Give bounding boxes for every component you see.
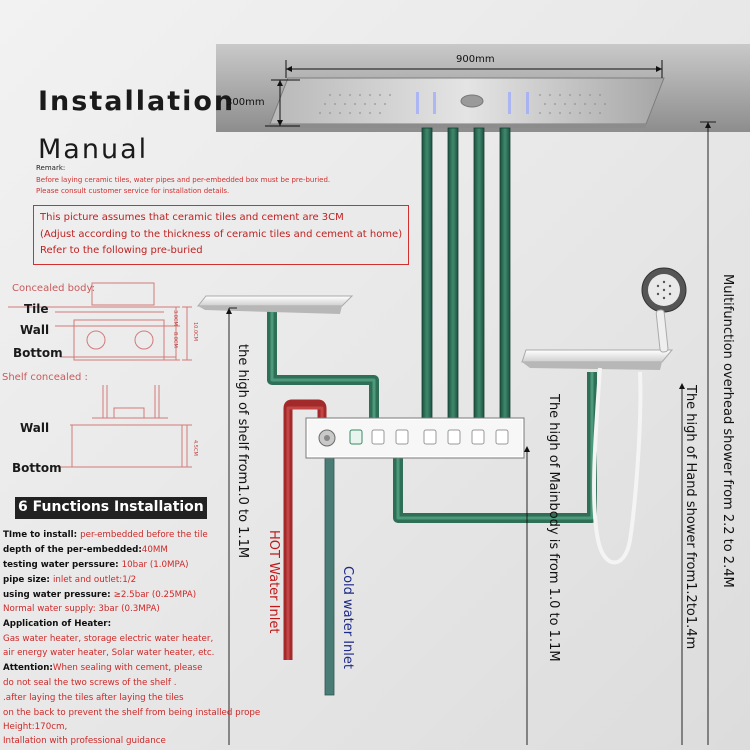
- shelf-concealed-sketch: [58, 385, 192, 468]
- dim-3cm: 3.0CM: [172, 310, 178, 326]
- remark-label: Remark:: [36, 164, 66, 172]
- dim-4-5cm: 4.5CM: [192, 440, 198, 456]
- note-line-1: This picture assumes that ceramic tiles …: [40, 212, 344, 223]
- mainbody-control-box: [305, 417, 525, 459]
- label-mainbody-height: The high of Mainbody is from 1.0 to 1.1M: [546, 394, 561, 662]
- attention-line-4: Height:170cm,: [3, 722, 68, 732]
- heater-line-2: air energy water heater, Solar water hea…: [3, 648, 215, 658]
- remark-line-2: Please consult customer service for inst…: [36, 187, 230, 195]
- label-shelf-height: the high of shelf from1.0 to 1.1M: [235, 344, 250, 559]
- note-box: [33, 205, 409, 265]
- shelf-right: [521, 349, 674, 370]
- attention-line-2: .after laying the tiles after laying the…: [3, 693, 184, 703]
- dim-depth-label: 300mm: [226, 97, 265, 108]
- overhead-shower-panel: [269, 77, 665, 128]
- label-wall-body: Wall: [20, 323, 50, 337]
- dimension-900mm: [285, 60, 663, 78]
- spec-time-to-install: TIme to install: per-embedded before the…: [3, 530, 208, 540]
- spec-depth: depth of the per-embedded:40MM: [3, 545, 168, 555]
- spec-normal-supply: Normal water supply: 3bar (0.3MPA): [3, 604, 160, 614]
- label-bottom-shelf: Bottom: [12, 461, 62, 475]
- attention-line-1: do not seal the two screws of the shelf …: [3, 678, 177, 688]
- spec-heater-label: Application of Heater:: [3, 619, 112, 629]
- shelf-left: [196, 295, 354, 314]
- note-line-2: (Adjust according to the thickness of ce…: [40, 229, 403, 240]
- shelf-concealed-label: Shelf concealed :: [2, 372, 88, 383]
- label-tile: Tile: [24, 302, 49, 316]
- height-dimension-lines: [226, 121, 716, 745]
- remark-line-1: Before laying ceramic tiles, water pipes…: [36, 176, 331, 184]
- dimension-300mm: [265, 79, 300, 127]
- dim-10cm: 10.0CM: [192, 322, 198, 341]
- functions-title: 6 Functions Installation: [18, 499, 204, 515]
- spec-pipe-size: pipe size: inlet and outlet:1/2: [3, 575, 137, 585]
- title-manual: Manual: [38, 134, 149, 165]
- hot-water-pipe: [283, 399, 327, 660]
- attention-line-3: on the back to prevent the shelf from be…: [3, 708, 261, 718]
- hand-shower: [641, 267, 687, 353]
- spec-testing-pressure: testing water perssure: 10bar (1.0MPA): [3, 560, 189, 570]
- label-hot-water-inlet: HOT Water Inlet: [266, 530, 281, 634]
- title-installation: Installation: [38, 86, 236, 117]
- label-wall-shelf: Wall: [20, 421, 50, 435]
- concealed-body-label: Concealed body:: [12, 283, 96, 294]
- hand-shower-hose: [592, 367, 643, 565]
- label-overhead-height: Multifunction overhead shower from 2.2 t…: [720, 274, 735, 588]
- attention-line-5: Intallation with professional guidance: [3, 736, 166, 746]
- concealed-body-sketch: [8, 282, 192, 361]
- label-cold-water-inlet: Cold water Inlet: [340, 566, 355, 669]
- label-bottom-body: Bottom: [13, 346, 63, 360]
- heater-line-1: Gas water heater, storage electric water…: [3, 634, 214, 644]
- functions-title-box: [15, 497, 207, 519]
- note-line-3: Refer to the following pre-buried: [40, 245, 203, 256]
- outlet-pipes: [421, 127, 511, 429]
- cold-water-pipe: [324, 454, 335, 696]
- label-handshower-height: The high of Hand shower from1.2to1.4m: [683, 385, 698, 650]
- dim-width-label: 900mm: [456, 54, 495, 65]
- dim-8cm: 8.0CM: [172, 332, 178, 348]
- attention-line: Attention:When sealing with cement, plea…: [3, 663, 203, 673]
- spec-using-pressure: using water pressure: ≥2.5bar (0.25MPA): [3, 590, 197, 600]
